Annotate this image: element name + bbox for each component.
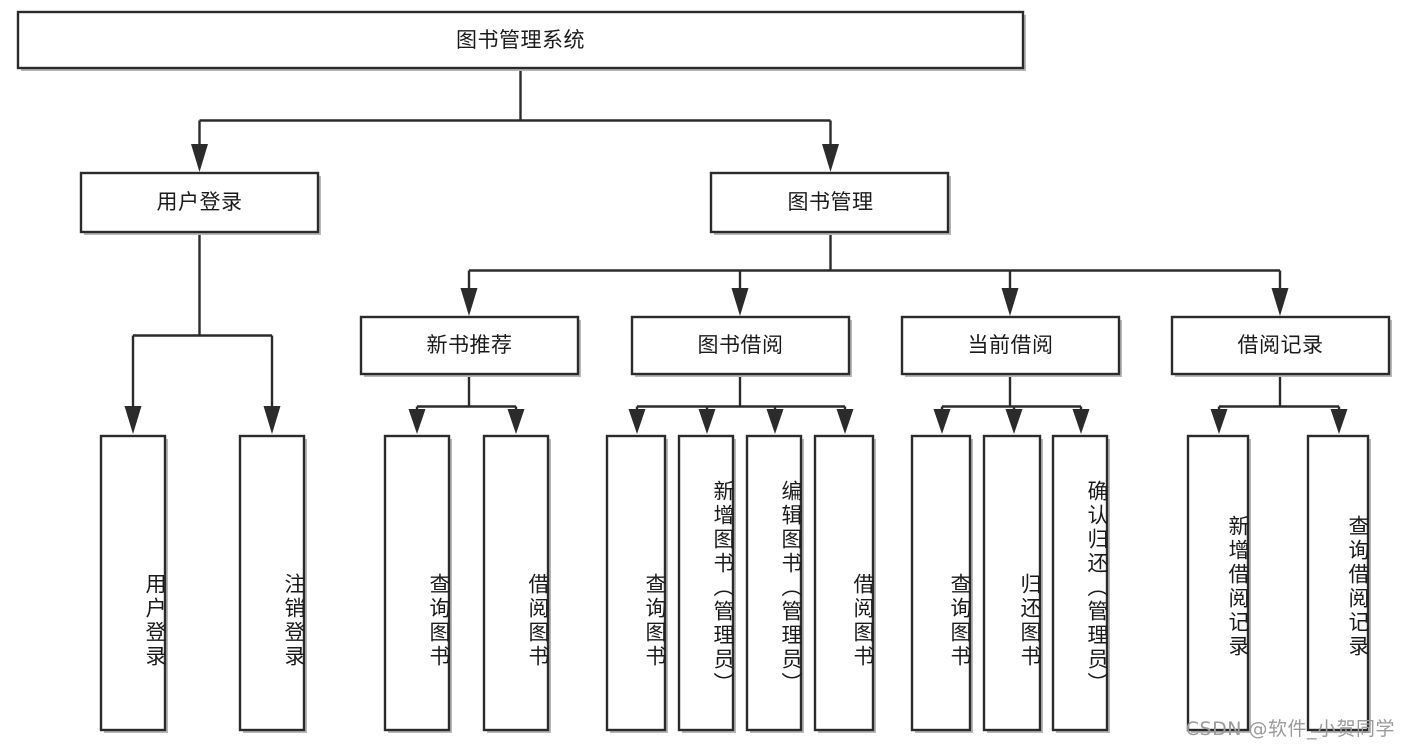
node-borrow-record-box — [1170, 315, 1391, 376]
connector-layer — [124, 68, 1348, 434]
node-user-login[interactable]: 用户登录 — [79, 171, 321, 235]
node-leaf-query-book-borrow[interactable] — [605, 434, 668, 733]
node-new-book-rec[interactable]: 新书推荐 — [359, 315, 581, 377]
arrowhead-leaf-query-borrow-record — [1330, 409, 1348, 434]
node-current-borrow-label: 当前借阅 — [968, 333, 1054, 357]
node-borrow-record-label: 借阅记录 — [1238, 333, 1324, 357]
arrowhead-leaf-user-login — [124, 406, 142, 434]
arrowhead-leaf-return-book — [1005, 409, 1023, 434]
leaf-return-book-box — [982, 434, 1042, 732]
arrowhead-new-book-rec — [460, 288, 478, 316]
leaf-confirm-return-box — [1051, 434, 1109, 732]
node-leaf-query-borrow-record[interactable] — [1306, 434, 1371, 733]
node-user-login-label: 用户登录 — [157, 190, 243, 214]
arrowhead-leaf-borrow-book — [836, 409, 854, 434]
arrowhead-current-borrow — [1001, 288, 1019, 316]
node-leaf-user-logout[interactable] — [238, 434, 307, 733]
node-book-borrow[interactable]: 图书借阅 — [630, 315, 852, 377]
arrowhead-leaf-query-book-rec — [408, 409, 426, 434]
node-layer: 图书管理系统 用户登录 图书管理 新书推荐 — [16, 10, 1392, 733]
node-leaf-add-book[interactable] — [677, 434, 736, 733]
node-leaf-confirm-return[interactable] — [1051, 434, 1110, 733]
node-leaf-user-login[interactable] — [99, 434, 168, 733]
leaf-add-borrow-record-box — [1186, 434, 1250, 732]
node-book-borrow-label: 图书借阅 — [698, 333, 784, 357]
node-root-box — [16, 10, 1025, 70]
node-leaf-add-borrow-record[interactable] — [1186, 434, 1251, 733]
arrowhead-leaf-query-book-current — [933, 409, 951, 434]
arrowhead-leaf-borrow-book-rec — [507, 409, 525, 434]
node-leaf-return-book[interactable] — [982, 434, 1043, 733]
node-leaf-edit-book[interactable] — [745, 434, 804, 733]
arrowhead-leaf-add-book — [698, 409, 716, 434]
arrowhead-leaf-confirm-return — [1072, 409, 1090, 434]
arrowhead-borrow-record — [1271, 288, 1289, 316]
arrowhead-book-borrow — [731, 288, 749, 316]
node-current-borrow-box — [900, 315, 1121, 376]
node-book-borrow-box — [630, 315, 851, 376]
node-borrow-record[interactable]: 借阅记录 — [1170, 315, 1392, 377]
node-leaf-query-book-rec[interactable] — [383, 434, 452, 733]
node-leaf-borrow-book-rec[interactable] — [482, 434, 551, 733]
leaf-edit-book-box — [745, 434, 803, 732]
leaf-query-book-current-box — [910, 434, 972, 732]
leaf-query-book-borrow-box — [605, 434, 667, 732]
arrowhead-book-manage — [822, 144, 839, 172]
leaf-borrow-book-rec-box — [482, 434, 550, 732]
node-current-borrow[interactable]: 当前借阅 — [900, 315, 1122, 377]
leaf-query-borrow-record-box — [1306, 434, 1370, 732]
arrowhead-leaf-add-borrow-record — [1210, 409, 1228, 434]
arrowhead-leaf-query-book-borrow — [628, 409, 646, 434]
node-leaf-query-book-current[interactable] — [910, 434, 973, 733]
leaf-user-login-box — [99, 434, 167, 732]
node-root-label: 图书管理系统 — [456, 28, 585, 52]
node-new-book-rec-box — [359, 315, 580, 376]
node-user-login-box — [79, 171, 320, 234]
node-book-manage-box — [709, 171, 950, 234]
arrowhead-leaf-user-logout — [263, 406, 281, 434]
leaf-add-book-box — [677, 434, 735, 732]
arrowhead-user-login — [191, 144, 208, 172]
node-new-book-rec-label: 新书推荐 — [427, 333, 513, 357]
arrowhead-leaf-edit-book — [766, 409, 784, 434]
node-leaf-borrow-book[interactable] — [813, 434, 876, 733]
leaf-query-book-rec-box — [383, 434, 451, 732]
leaf-user-logout-box — [238, 434, 306, 732]
node-root[interactable]: 图书管理系统 — [16, 10, 1026, 71]
node-book-manage-label: 图书管理 — [788, 190, 874, 214]
node-book-manage[interactable]: 图书管理 — [709, 171, 951, 235]
csdn-watermark: CSDN @软件_小贺同学 — [1185, 718, 1395, 740]
leaf-borrow-book-box — [813, 434, 875, 732]
